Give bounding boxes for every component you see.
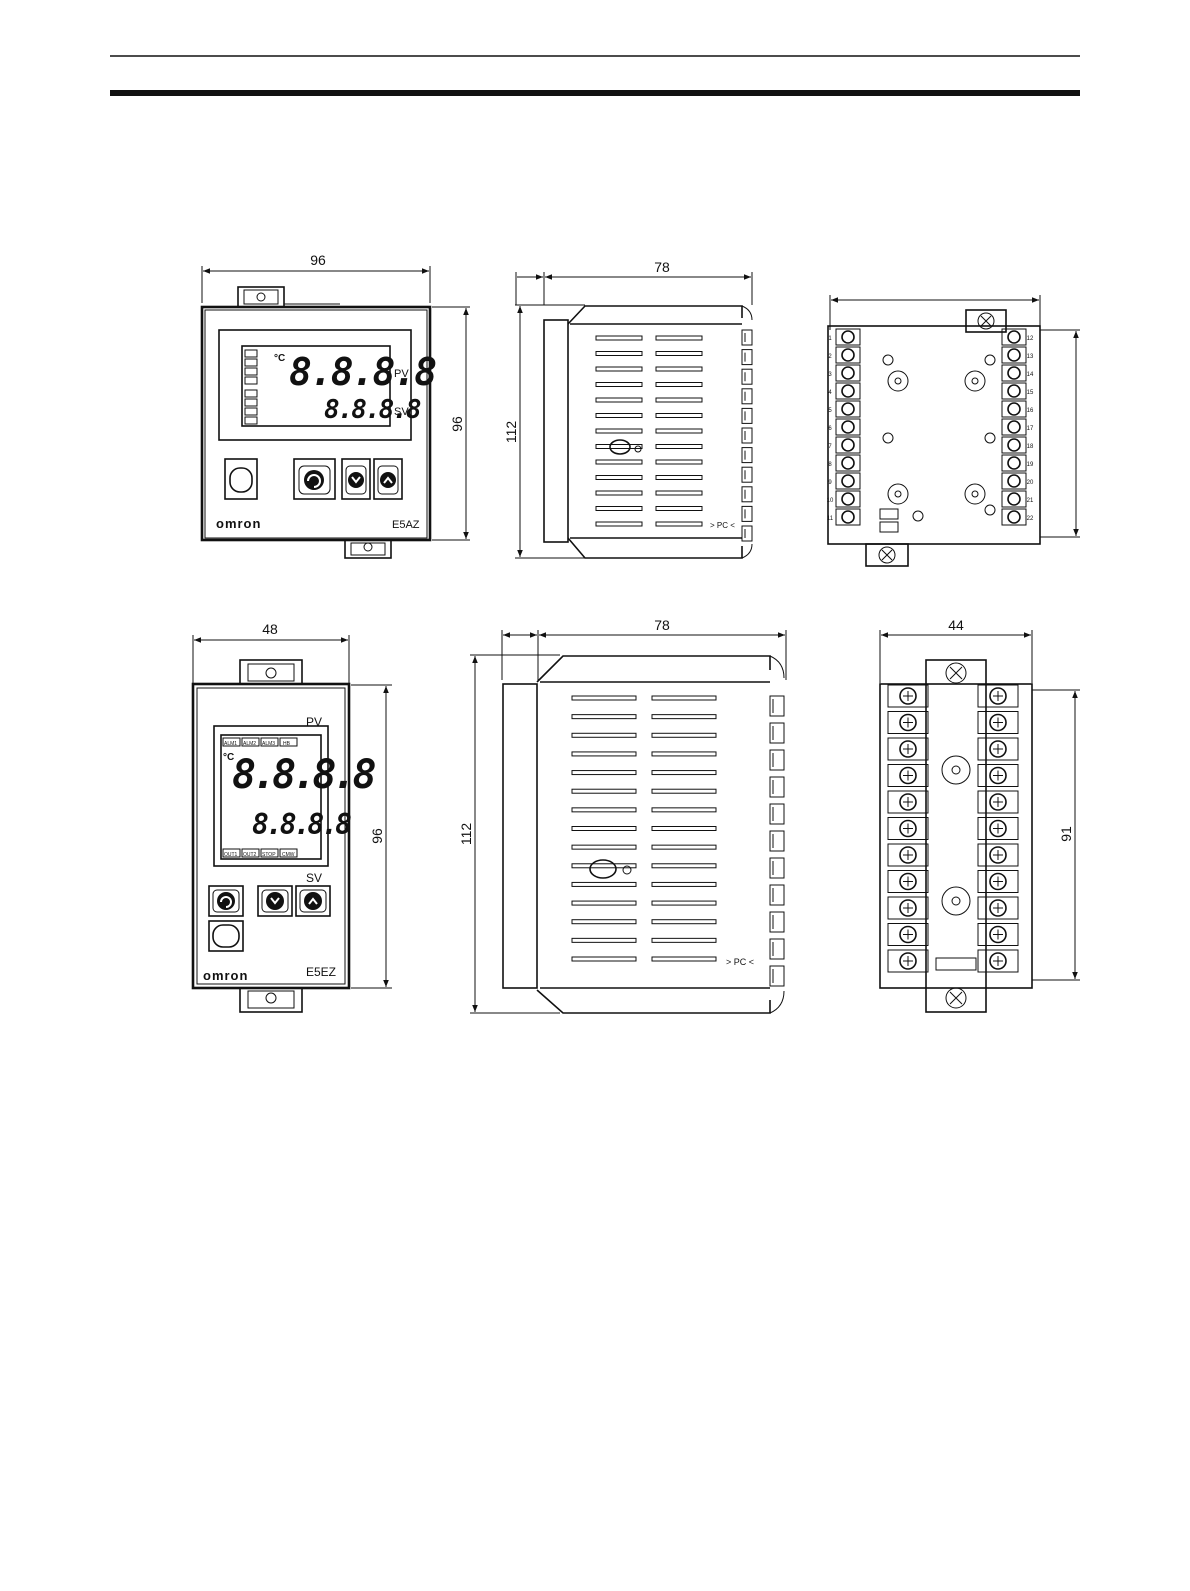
e5ez-indicator-5: OUT1 <box>224 852 238 858</box>
e5az-depth-label: 78 <box>654 259 670 275</box>
rear-terminal-number: 19 <box>1027 462 1034 468</box>
rear-terminal-number: 13 <box>1027 354 1034 360</box>
e5ez-up-key-icon <box>304 892 322 910</box>
e5ez-width-label: 48 <box>262 621 278 637</box>
rear-terminal-number: 11 <box>827 516 834 522</box>
rear-terminal-number: 3 <box>828 372 832 378</box>
e5ez-depth-label: 78 <box>654 617 670 633</box>
rear-terminal-number: 20 <box>1027 480 1034 486</box>
rear-terminal-number: 9 <box>828 480 832 486</box>
e5az-side-view: 78 112 > PC < <box>503 259 752 558</box>
rear-terminal-number: 6 <box>828 426 832 432</box>
e5ez-oval-key <box>213 925 239 947</box>
e5az-brand: omron <box>216 516 261 531</box>
e5ez-sv-label: SV <box>306 871 322 885</box>
e5ez-indicator-1: ALM1 <box>224 741 237 747</box>
rear-terminal-number: 18 <box>1027 444 1034 450</box>
rear-terminal-number: 4 <box>828 390 832 396</box>
e5ez-rear-view: 44 91 <box>880 617 1080 1012</box>
rear-terminal-number: 12 <box>1027 336 1034 342</box>
e5az-oval-key <box>230 468 252 492</box>
e5ez-indicator-3: ALM3 <box>262 741 275 747</box>
e5az-model: E5AZ <box>392 519 420 531</box>
rear-terminal-number: 10 <box>827 498 834 504</box>
e5ez-front-view: 48 96 PV SV ALM1 ALM2 ALM3 HB OUT1 OUT2 … <box>193 621 392 1012</box>
e5az-height-label: 96 <box>449 416 465 432</box>
e5ez-model: E5EZ <box>306 965 336 979</box>
e5ez-rear-width-label: 44 <box>948 617 964 633</box>
rear-terminal-number: 2 <box>828 354 832 360</box>
rear-terminal-number: 21 <box>1027 498 1034 504</box>
e5az-sv-label: SV <box>394 406 409 418</box>
e5az-side-marking: > PC < <box>710 521 735 530</box>
e5ez-side-height-label: 112 <box>458 823 474 846</box>
rear-terminal-number: 7 <box>828 444 832 450</box>
e5ez-indicator-4: HB <box>283 741 291 747</box>
e5az-up-key-icon <box>380 472 396 488</box>
e5az-pv-digits: 8.8.8.8 <box>289 350 436 394</box>
e5az-side-height-label: 112 <box>503 421 519 444</box>
e5ez-pv-digits: 8.8.8.8 <box>232 752 375 798</box>
e5ez-height-label: 96 <box>369 828 385 844</box>
rear-terminal-number: 16 <box>1027 408 1034 414</box>
e5ez-pv-label: PV <box>306 715 322 729</box>
e5ez-down-key-icon <box>266 892 284 910</box>
rear-terminal-number: 1 <box>828 336 832 342</box>
rear-terminal-number: 22 <box>1027 516 1034 522</box>
e5ez-rear-height-label: 91 <box>1058 826 1074 842</box>
e5ez-sv-digits: 8.8.8.8 <box>252 808 351 841</box>
e5ez-side-view: 78 112 > PC < <box>458 617 786 1013</box>
e5ez-indicator-8: CMW <box>282 852 295 858</box>
e5ez-brand: omron <box>203 968 248 983</box>
rear-terminal-number: 5 <box>828 408 832 414</box>
e5ez-indicator-2: ALM2 <box>243 741 256 747</box>
rear-terminal-number: 14 <box>1027 372 1034 378</box>
e5az-width-label: 96 <box>310 252 326 268</box>
e5az-down-key-icon <box>348 472 364 488</box>
rear-terminal-number: 17 <box>1027 426 1034 432</box>
e5az-unit: °C <box>274 353 285 364</box>
e5az-pv-label: PV <box>394 368 409 380</box>
e5az-front-view: 96 96 °C 8.8.8.8 8.8.8.8 PV SV <box>202 252 470 558</box>
e5ez-side-marking: > PC < <box>726 957 754 967</box>
rear-terminal-number: 8 <box>828 462 832 468</box>
rear-terminal-number: 15 <box>1027 390 1034 396</box>
e5ez-indicator-7: STOP <box>262 852 276 858</box>
e5ez-indicator-6: OUT2 <box>243 852 257 858</box>
